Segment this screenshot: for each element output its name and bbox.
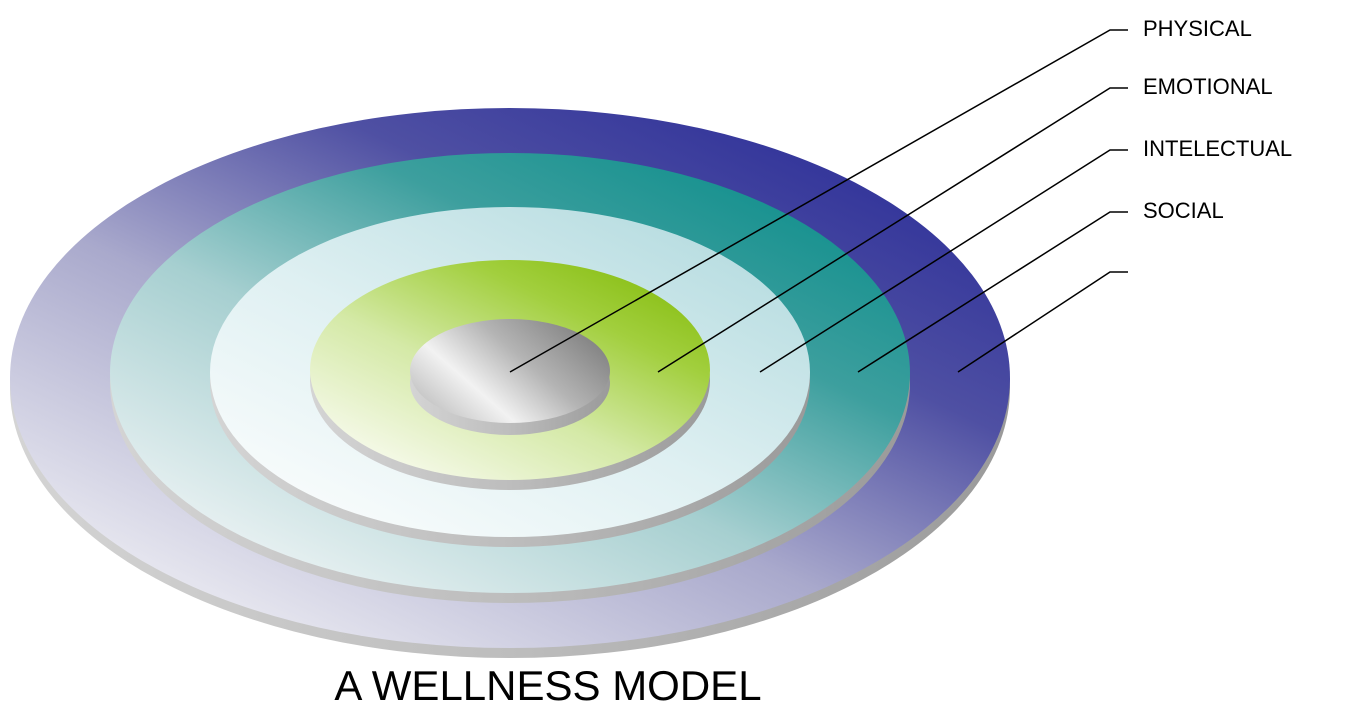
leader-line-social: [857, 211, 1128, 373]
leader-lines: [509, 29, 1128, 373]
label-emotional: EMOTIONAL: [1143, 74, 1273, 99]
label-intelectual: INTELECTUAL: [1143, 136, 1292, 161]
leader-line-outer: [957, 271, 1128, 373]
ring-physical-core: [410, 319, 610, 435]
leader-line-emotional: [657, 87, 1128, 373]
leader-line-physical: [509, 29, 1128, 373]
label-physical: PHYSICAL: [1143, 16, 1252, 41]
diagram-caption: A WELLNESS MODEL: [334, 662, 761, 709]
leader-line-intelectual: [759, 149, 1128, 373]
label-social: SOCIAL: [1143, 198, 1224, 223]
